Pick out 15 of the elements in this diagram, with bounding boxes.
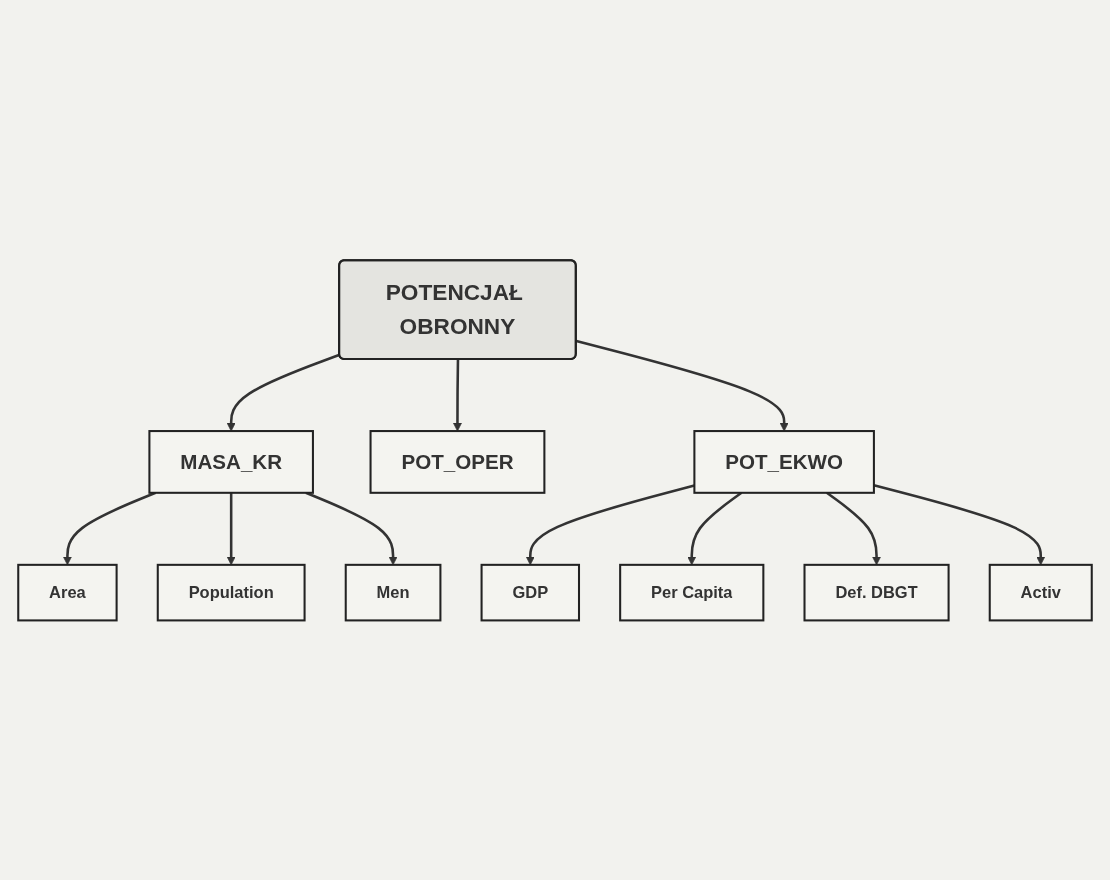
node-box: GDP	[480, 563, 581, 622]
node-box: Population	[156, 563, 306, 622]
node-box: Men	[344, 563, 442, 622]
arrow	[62, 491, 157, 565]
node-box: MASA_KR	[148, 429, 314, 494]
arrow	[305, 491, 398, 565]
arrow	[525, 484, 695, 565]
arrow	[873, 483, 1046, 565]
node-box: POT_OPER	[369, 429, 546, 494]
node-box: Per Capita	[619, 563, 765, 622]
arrow	[226, 492, 236, 565]
node-box: Area	[17, 563, 118, 622]
node-box: POT_EKWO	[693, 429, 875, 494]
node-box: Activ	[988, 563, 1093, 622]
node-box: Def. DBGT	[803, 563, 950, 622]
